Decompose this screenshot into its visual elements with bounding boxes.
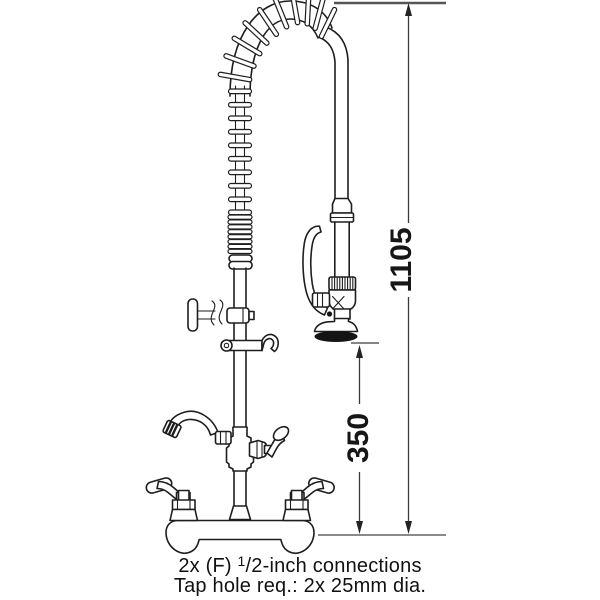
caption-line1-prefix: 2x (F) — [178, 555, 238, 577]
caption: 2x (F) 1/2-inch connections Tap hole req… — [60, 553, 540, 597]
valve-hex-facets — [256, 440, 263, 459]
pivot-port-facets — [316, 292, 324, 308]
break-symbol — [210, 299, 224, 326]
hose-end-taper — [331, 197, 353, 214]
coil-compressed-section — [227, 214, 253, 270]
rubber-bumper — [314, 331, 358, 342]
wall-bracket-clamp — [226, 307, 250, 324]
spray-outlet-neck — [333, 308, 351, 320]
dimension-label-1105: 1105 — [385, 227, 418, 292]
mixer-valve-right — [282, 475, 337, 522]
arrow-up-icon — [356, 345, 363, 358]
arrow-up-icon — [405, 3, 412, 16]
hook-eyelet-center — [223, 342, 230, 349]
pre-rinse-faucet-figure — [144, 0, 359, 555]
hook-curl — [261, 333, 279, 353]
spray-face-bell — [313, 317, 359, 333]
valve-seat-symbol — [331, 295, 345, 310]
caption-line-connections: 2x (F) 1/2-inch connections — [60, 553, 540, 577]
spout-aerator — [162, 419, 182, 439]
spray-valve-assembly — [302, 197, 359, 342]
wall-bracket — [187, 298, 255, 332]
add-on-valve-hex — [248, 439, 267, 460]
wall-bracket-plate — [187, 298, 199, 332]
caption-line1-rest: /2-inch connections — [245, 555, 422, 577]
valve-inlet-tube — [334, 221, 350, 278]
spout-nut — [214, 430, 232, 445]
mixer-body — [165, 519, 315, 555]
mixer-valve-left — [144, 475, 199, 522]
clamp-screw — [248, 310, 255, 321]
handle-pivot-port — [311, 292, 331, 308]
hose-coupling-nut — [228, 260, 253, 270]
riser-base-flare — [228, 505, 252, 521]
coil-spring-arch-ticks — [217, 0, 338, 83]
add-on-lever-blade — [272, 425, 290, 442]
reference-lines — [318, 1, 446, 536]
knurl-hatching — [331, 276, 354, 291]
caption-line1-superscript: 1 — [237, 553, 246, 569]
riser-pipe — [233, 267, 247, 513]
handle-pivot-dot — [326, 311, 333, 317]
coil-spring-rungs — [227, 88, 253, 216]
add-on-faucet — [162, 410, 290, 472]
dimension-spray-outlet-height: 350 — [342, 342, 379, 534]
spout-nut-seams — [219, 430, 227, 445]
arrow-down-icon — [356, 521, 363, 534]
wall-bracket-arm — [196, 310, 216, 320]
add-on-faucet-body — [225, 426, 255, 472]
wall-mount-mixer — [144, 475, 337, 555]
arrow-down-icon — [405, 521, 412, 534]
hose-hook — [220, 333, 279, 353]
dimension-total-height: 1105 — [385, 3, 418, 534]
dimension-label-350: 350 — [342, 413, 375, 463]
caption-line-tap-hole: Tap hole req.: 2x 25mm dia. — [173, 575, 427, 597]
hook-eyelet — [220, 339, 233, 352]
